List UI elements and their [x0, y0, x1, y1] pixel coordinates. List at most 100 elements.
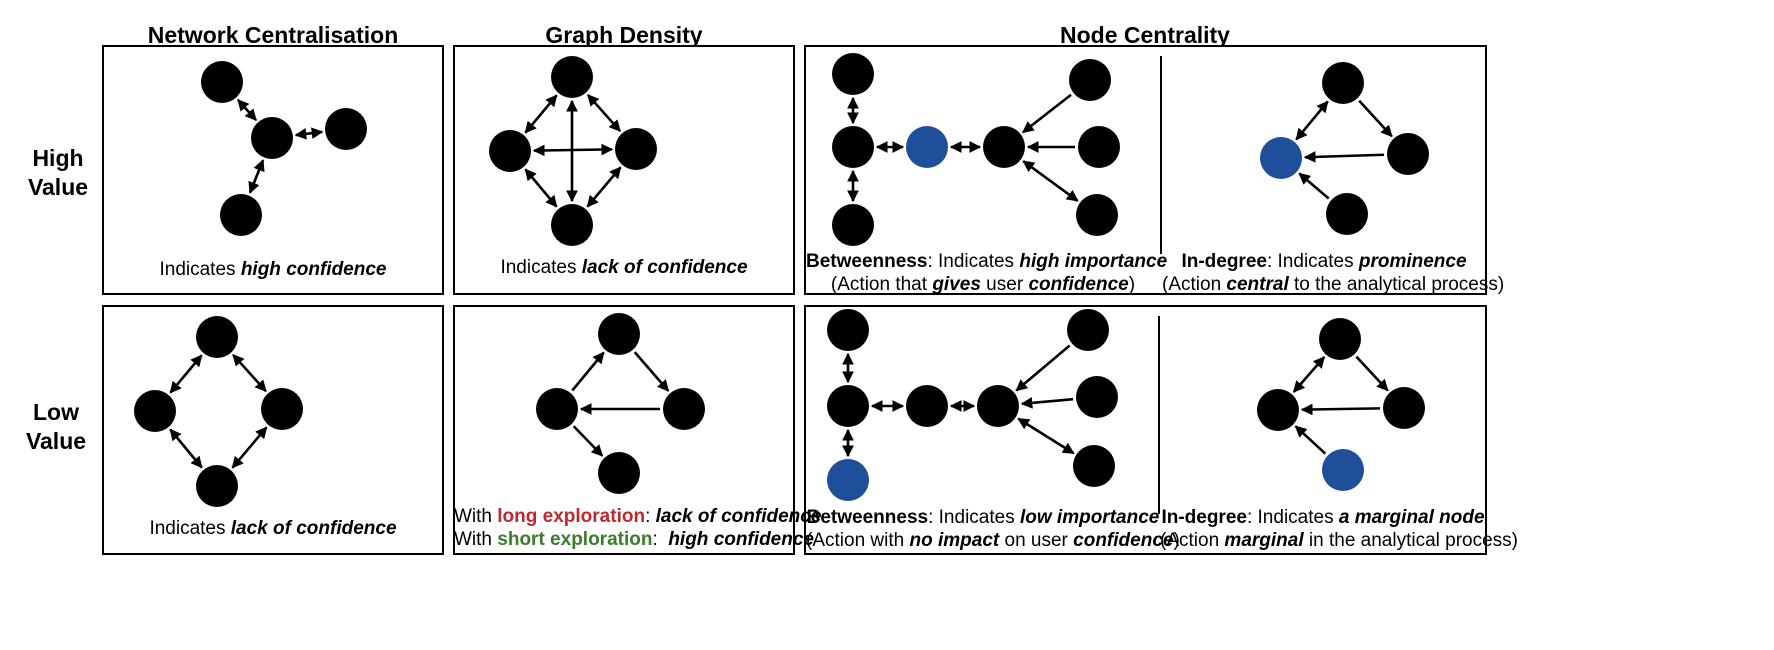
edge-gd-high-t-l [524, 94, 558, 134]
node-gd-low-t [598, 313, 640, 355]
node-gd-low-l [536, 388, 578, 430]
node-bt-low-a [827, 309, 869, 351]
caption-graph-density-low: With long exploration: lack of confidenc… [454, 505, 821, 551]
caption-betweenness-high: Betweenness: Indicates high importance (… [806, 250, 1167, 296]
caption-emphasis: high confidence [668, 529, 814, 550]
caption-text: Indicates [149, 518, 231, 539]
caption-text: : Indicates [1246, 507, 1339, 528]
caption-text: (Action [1160, 530, 1225, 551]
edge-gd-low-l-t [571, 351, 605, 392]
node-id-low-t [1319, 318, 1361, 360]
edge-bt-low-f-d [1020, 397, 1074, 409]
caption-line-2: (Action marginal in the analytical proce… [1160, 529, 1518, 552]
caption-emphasis: gives [932, 274, 981, 295]
edge-nc-high-b-c [294, 127, 324, 140]
caption-line-2: (Action with no impact on user confidenc… [806, 529, 1180, 552]
caption-text: Indicates [159, 259, 241, 280]
edge-bt-low-g-d [1017, 417, 1075, 455]
row-label-high-value: High Value [13, 144, 103, 202]
caption-emphasis: confidence [1028, 274, 1129, 295]
caption-line-1: Betweenness: Indicates low importance [806, 506, 1160, 529]
node-id-high-r [1387, 133, 1429, 175]
highlighted-node-bt-low-c [827, 459, 869, 501]
caption-text: to the analytical process) [1288, 274, 1505, 295]
node-nc-high-a [201, 61, 243, 103]
caption-text: : Indicates [1266, 251, 1359, 272]
caption-in-degree-high: In-degree: Indicates prominence (Action … [1162, 250, 1504, 296]
node-id-low-r [1383, 387, 1425, 429]
node-nc-high-b [251, 117, 293, 159]
node-bt-high-e [1069, 59, 1111, 101]
caption-text: ) [1128, 274, 1136, 295]
caption-text: (Action that [830, 274, 933, 295]
edge-gd-high-r-b [586, 166, 622, 208]
edge-nc-low-l-b [169, 428, 203, 469]
caption-text: : Indicates [928, 507, 1020, 528]
node-bt-low-e [1067, 309, 1109, 351]
caption-text: : Indicates [927, 251, 1020, 272]
caption-text: Indicates [500, 257, 582, 278]
row-label-high-line2: Value [27, 174, 89, 200]
caption-in-degree-low: In-degree: Indicates a marginal node (Ac… [1160, 506, 1518, 552]
edge-id-low-t-r [1355, 355, 1389, 392]
caption-text: user [980, 274, 1029, 295]
caption-betweenness-low: Betweenness: Indicates low importance (A… [806, 506, 1180, 552]
caption-emphasis: lack of confidence [581, 257, 748, 278]
node-nc-high-c [325, 108, 367, 150]
edge-gd-low-t-r [633, 351, 670, 392]
caption-text: on user [999, 530, 1074, 551]
node-bt-high-g [1076, 194, 1118, 236]
node-nc-low-l [134, 390, 176, 432]
highlighted-node-bt-high-h [906, 126, 948, 168]
edge-gd-high-l-b [524, 168, 558, 208]
caption-network-centralisation-low: Indicates lack of confidence [103, 517, 443, 540]
row-label-high-line1: High [32, 145, 84, 171]
caption-text: (Action with [806, 530, 910, 551]
edge-nc-low-r-b [231, 426, 268, 469]
node-id-low-l [1257, 389, 1299, 431]
edge-bt-high-g-d [1022, 160, 1079, 202]
caption-emphasis: high confidence [240, 259, 387, 280]
node-gd-high-r [615, 128, 657, 170]
divider-node-centrality-high [1160, 56, 1162, 254]
edge-gd-high-l-r [532, 143, 614, 157]
caption-line-1: Betweenness: Indicates high importance [806, 250, 1167, 273]
caption-text: in the analytical process) [1303, 530, 1519, 551]
caption-emphasis: no impact [909, 530, 1000, 551]
caption-emphasis: marginal [1224, 530, 1304, 551]
edge-gd-high-t-r [586, 94, 622, 132]
caption-text: : [652, 529, 669, 550]
caption-line-2: (Action that gives user confidence) [806, 273, 1160, 296]
caption-line-1: In-degree: Indicates a marginal node [1160, 506, 1486, 529]
row-label-low-value: Low Value [11, 398, 101, 456]
node-gd-high-b [551, 204, 593, 246]
edge-nc-low-t-l [169, 354, 203, 394]
edge-nc-high-b-a [237, 99, 257, 121]
row-label-low-line1: Low [33, 399, 79, 425]
caption-emphasis: a marginal node [1338, 507, 1485, 528]
column-title-network-centralisation: Network Centralisation [147, 22, 399, 48]
caption-network-centralisation-high: Indicates high confidence [103, 258, 443, 281]
row-label-low-line2: Value [25, 428, 87, 454]
caption-emphasis: high importance [1019, 251, 1168, 272]
edge-nc-high-b-d [248, 159, 265, 194]
panel-network-centralisation-high [102, 45, 444, 295]
node-gd-low-b [598, 452, 640, 494]
node-bt-high-b [832, 126, 874, 168]
caption-line-2: With short exploration: high confidence [454, 528, 814, 551]
panel-node-centrality-low [804, 305, 1487, 555]
caption-graph-density-high: Indicates lack of confidence [454, 256, 794, 279]
edge-id-high-t-r [1358, 99, 1393, 138]
node-bt-low-d [977, 385, 1019, 427]
caption-line-2: (Action central to the analytical proces… [1162, 273, 1504, 296]
caption-text: (Action [1162, 274, 1227, 295]
edge-id-low-t-l [1292, 356, 1326, 393]
node-bt-high-f [1078, 126, 1120, 168]
caption-emphasis: central [1226, 274, 1289, 295]
edge-bt-high-e-d [1022, 93, 1072, 134]
node-gd-low-r [663, 388, 705, 430]
node-nc-low-r [261, 388, 303, 430]
node-nc-low-b [196, 465, 238, 507]
node-id-high-s [1326, 193, 1368, 235]
